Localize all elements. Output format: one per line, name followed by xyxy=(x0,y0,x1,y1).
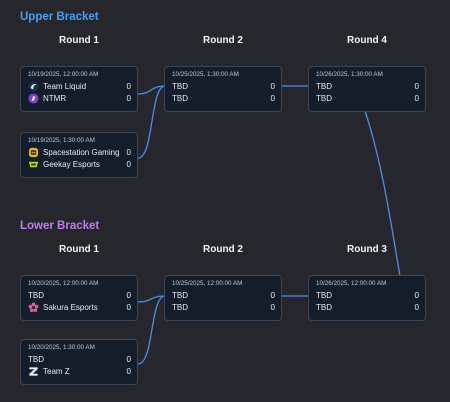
match-card-upper-r1-m2[interactable]: 10/19/2025, 1:30:00 AM Spacestation Gami… xyxy=(20,132,138,178)
team-z-logo-icon xyxy=(28,366,39,377)
team-score: 0 xyxy=(126,160,131,169)
team-name: TBD xyxy=(316,82,332,91)
team-score: 0 xyxy=(126,94,131,103)
team-row[interactable]: TBD 0 xyxy=(172,290,275,301)
match-time: 10/20/2025, 1:30:00 AM xyxy=(28,344,95,351)
connector-upper-r1m1-r2 xyxy=(137,85,166,95)
team-row[interactable]: TBD 0 xyxy=(28,290,131,301)
match-time: 10/26/2025, 1:30:00 AM xyxy=(316,71,383,78)
team-name: Team Z xyxy=(43,367,70,376)
team-name: Team Liquid xyxy=(43,82,87,91)
team-row[interactable]: TBD 0 xyxy=(172,81,275,92)
team-row[interactable]: TBD 0 xyxy=(316,81,419,92)
team-name: TBD xyxy=(28,291,44,300)
match-card-lower-r1-m1[interactable]: 10/20/2025, 12:00:00 AM TBD 0 Sakura Esp… xyxy=(20,275,138,321)
upper-round-1-title: Round 1 xyxy=(59,35,99,46)
team-score: 0 xyxy=(126,367,131,376)
ntmr-logo-icon xyxy=(28,93,39,104)
team-row[interactable]: Team Liquid 0 xyxy=(28,81,131,92)
connector-lower-r1m1-r2 xyxy=(137,295,166,303)
team-row[interactable]: TBD 0 xyxy=(172,93,275,104)
upper-round-2-title: Round 2 xyxy=(203,35,243,46)
team-score: 0 xyxy=(414,303,419,312)
team-score: 0 xyxy=(270,94,275,103)
team-score: 0 xyxy=(414,82,419,91)
team-name: Spacestation Gaming xyxy=(43,148,120,157)
team-name: TBD xyxy=(172,82,188,91)
team-row[interactable]: Geekay Esports 0 xyxy=(28,159,131,170)
match-card-lower-r1-m2[interactable]: 10/20/2025, 1:30:00 AM TBD 0 Team Z 0 xyxy=(20,339,138,385)
match-card-upper-r2-m1[interactable]: 10/25/2025, 1:30:00 AM TBD 0 TBD 0 xyxy=(164,66,282,112)
upper-bracket-title: Upper Bracket xyxy=(20,11,99,23)
team-score: 0 xyxy=(270,291,275,300)
match-card-upper-r1-m1[interactable]: 10/19/2025, 12:00:00 AM Team Liquid 0 NT… xyxy=(20,66,138,112)
team-score: 0 xyxy=(270,303,275,312)
match-card-upper-r4-m1[interactable]: 10/26/2025, 1:30:00 AM TBD 0 TBD 0 xyxy=(308,66,426,112)
match-card-lower-r2-m1[interactable]: 10/25/2025, 12:00:00 AM TBD 0 TBD 0 xyxy=(164,275,282,321)
team-score: 0 xyxy=(414,94,419,103)
lower-round-1-title: Round 1 xyxy=(59,244,99,255)
team-name: TBD xyxy=(172,303,188,312)
team-score: 0 xyxy=(126,82,131,91)
team-row[interactable]: Spacestation Gaming 0 xyxy=(28,147,131,158)
team-liquid-logo-icon xyxy=(28,81,39,92)
sakura-logo-icon xyxy=(28,302,39,313)
lower-bracket-title: Lower Bracket xyxy=(20,220,100,232)
connector-upper-r1m2-r2 xyxy=(137,85,166,159)
team-row[interactable]: TBD 0 xyxy=(172,302,275,313)
match-time: 10/26/2025, 12:00:00 AM xyxy=(316,280,387,287)
team-score: 0 xyxy=(270,82,275,91)
lower-round-3-title: Round 3 xyxy=(347,244,387,255)
match-time: 10/25/2025, 12:00:00 AM xyxy=(172,280,243,287)
team-score: 0 xyxy=(126,355,131,364)
spacestation-logo-icon xyxy=(28,147,39,158)
team-row[interactable]: Sakura Esports 0 xyxy=(28,302,131,313)
team-name: TBD xyxy=(172,94,188,103)
match-time: 10/20/2025, 12:00:00 AM xyxy=(28,280,99,287)
team-row[interactable]: TBD 0 xyxy=(316,93,419,104)
team-score: 0 xyxy=(126,303,131,312)
team-score: 0 xyxy=(126,148,131,157)
team-row[interactable]: TBD 0 xyxy=(28,354,131,365)
team-name: Sakura Esports xyxy=(43,303,98,312)
team-name: TBD xyxy=(316,94,332,103)
team-row[interactable]: NTMR 0 xyxy=(28,93,131,104)
team-name: TBD xyxy=(316,291,332,300)
geekay-logo-icon xyxy=(28,159,39,170)
team-score: 0 xyxy=(126,291,131,300)
team-row[interactable]: TBD 0 xyxy=(316,302,419,313)
match-time: 10/19/2025, 12:00:00 AM xyxy=(28,71,99,78)
team-row[interactable]: TBD 0 xyxy=(316,290,419,301)
connector-lower-r1m2-r2 xyxy=(137,295,166,365)
team-name: NTMR xyxy=(43,94,67,103)
team-name: TBD xyxy=(172,291,188,300)
upper-round-4-title: Round 4 xyxy=(347,35,387,46)
team-name: TBD xyxy=(28,355,44,364)
lower-round-2-title: Round 2 xyxy=(203,244,243,255)
match-time: 10/19/2025, 1:30:00 AM xyxy=(28,137,95,144)
team-name: TBD xyxy=(316,303,332,312)
team-name: Geekay Esports xyxy=(43,160,100,169)
team-row[interactable]: Team Z 0 xyxy=(28,366,131,377)
team-score: 0 xyxy=(414,291,419,300)
match-card-lower-r3-m1[interactable]: 10/26/2025, 12:00:00 AM TBD 0 TBD 0 xyxy=(308,275,426,321)
match-time: 10/25/2025, 1:30:00 AM xyxy=(172,71,239,78)
